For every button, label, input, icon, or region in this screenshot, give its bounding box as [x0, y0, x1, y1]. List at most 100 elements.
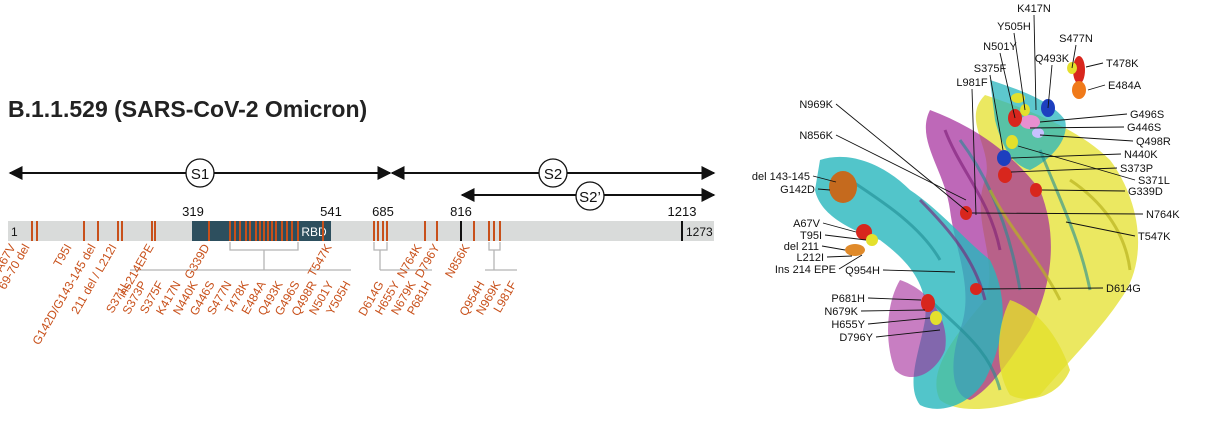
position-numbers: 319 541 685 816 1213 [182, 204, 696, 219]
structure-leader-line [1039, 134, 1134, 142]
structure-leader-line [1085, 62, 1104, 68]
structure-label: Y505H [997, 21, 1031, 33]
structure-leader-line [1033, 14, 1037, 111]
sphere-s371l [1006, 135, 1018, 149]
label-t95i: T95I [50, 242, 74, 270]
structure-leader-line [1029, 126, 1125, 129]
structure-leader-line [999, 52, 1016, 119]
s1-label: S1 [191, 166, 209, 183]
sphere-s373p [998, 167, 1012, 183]
sphere-q498r [1032, 128, 1044, 138]
structure-mutation-spheres [829, 56, 1086, 325]
structure-label: N969K [799, 99, 833, 111]
structure-leader-line [817, 188, 831, 191]
label-g339d: G339D [181, 241, 212, 281]
structure-leader-line [860, 309, 926, 312]
structure-leader-line [1010, 153, 1122, 159]
structure-leader-line [1039, 113, 1128, 123]
structure-label: Ins 214 EPE [775, 264, 836, 276]
sphere-s375f [1011, 93, 1025, 103]
structure-leader-line [1013, 32, 1026, 111]
structure-label: S477N [1059, 33, 1093, 45]
structure-label: G496S [1130, 109, 1164, 121]
structure-label: T95I [800, 230, 822, 242]
label-t547k: T547K [305, 242, 335, 280]
sphere-n440k [997, 150, 1011, 166]
structure-label: S371L [1138, 175, 1170, 187]
structure-label: S373P [1120, 163, 1153, 175]
structure-label: L981F [956, 77, 987, 89]
structure-leader-line [1087, 84, 1106, 91]
structure-leader-line [867, 297, 922, 301]
structure-label: P681H [831, 293, 865, 305]
sphere-t478k [1073, 56, 1085, 84]
s2p-circle [575, 181, 605, 211]
structure-label: N856K [799, 130, 833, 142]
structure-leader-line [867, 317, 931, 325]
structure-label: N679K [824, 306, 858, 318]
structure-leader-line [835, 134, 967, 201]
sphere-h655y [930, 311, 942, 325]
structure-label: D796Y [839, 332, 873, 344]
structure-ribbons [815, 80, 1139, 410]
structure-leader-line [1010, 167, 1118, 173]
s2-circle [538, 158, 568, 188]
sphere-p681h [921, 294, 935, 312]
structure-label: D614G [1106, 283, 1141, 295]
structure-leader-line [971, 212, 1144, 215]
structure-leader-lines [812, 14, 1144, 338]
sphere-g496s [1020, 115, 1040, 129]
structure-leader-line [821, 245, 846, 251]
structure-label: E484A [1108, 80, 1142, 92]
structure-label: Q493K [1035, 53, 1070, 65]
domain-arrows: S1 S2 S2’ [8, 158, 716, 211]
sphere-d614g [970, 283, 982, 295]
position-685: 685 [372, 204, 394, 219]
mutation-marks [31, 221, 501, 241]
sphere-g339d [1030, 183, 1042, 197]
spike-bar-background [8, 221, 714, 241]
structure-label: A67V [793, 218, 821, 230]
rbd-label: RBD [301, 225, 327, 239]
structure-leader-line [1041, 189, 1126, 192]
structure-label: T478K [1106, 58, 1139, 70]
figure-title: B.1.1.529 (SARS-CoV-2 Omicron) [8, 96, 368, 122]
structure-leader-line [1017, 145, 1136, 181]
s1-circle [185, 158, 215, 188]
structure-label: G142D [780, 184, 815, 196]
rbd-mutation-labels: S371LS373PS375FK417NN440KG446SS477NT478K… [103, 278, 353, 318]
structure-label: S375F [974, 63, 1007, 75]
sphere-e484a [1072, 81, 1086, 99]
structure-label: Q954H [845, 265, 880, 277]
structure-label: G339D [1128, 186, 1163, 198]
sphere-n764k [960, 206, 972, 220]
structure-label: del 211 [784, 241, 819, 253]
structure-leader-line [824, 234, 867, 241]
structure-leader-line [875, 329, 941, 338]
structure-leader-line [822, 222, 857, 233]
position-1213: 1213 [668, 204, 697, 219]
label-n856k: N856K [442, 242, 472, 281]
structure-leader-line [1071, 44, 1077, 69]
structure-leader-line [882, 269, 956, 273]
structure-label: G446S [1127, 122, 1161, 134]
bar-end-label: 1273 [686, 225, 713, 239]
structure-leader-line [1065, 221, 1136, 237]
structure-leader-line [971, 88, 977, 216]
position-816: 816 [450, 204, 472, 219]
structure-leader-line [838, 254, 863, 270]
structure-leader-line [826, 255, 853, 258]
structure-label: del 143-145 [752, 171, 810, 183]
structure-label: L212I [796, 252, 824, 264]
sphere-del211 [845, 244, 865, 256]
rbd-region [192, 221, 331, 241]
spike-bar: RBD 1 1273 [8, 221, 714, 241]
structure-label: T547K [1138, 231, 1171, 243]
structure-label: N440K [1124, 149, 1158, 161]
s2-label: S2 [544, 166, 562, 183]
structure-leader-line [812, 175, 837, 183]
structure-leader-line [1047, 64, 1053, 109]
